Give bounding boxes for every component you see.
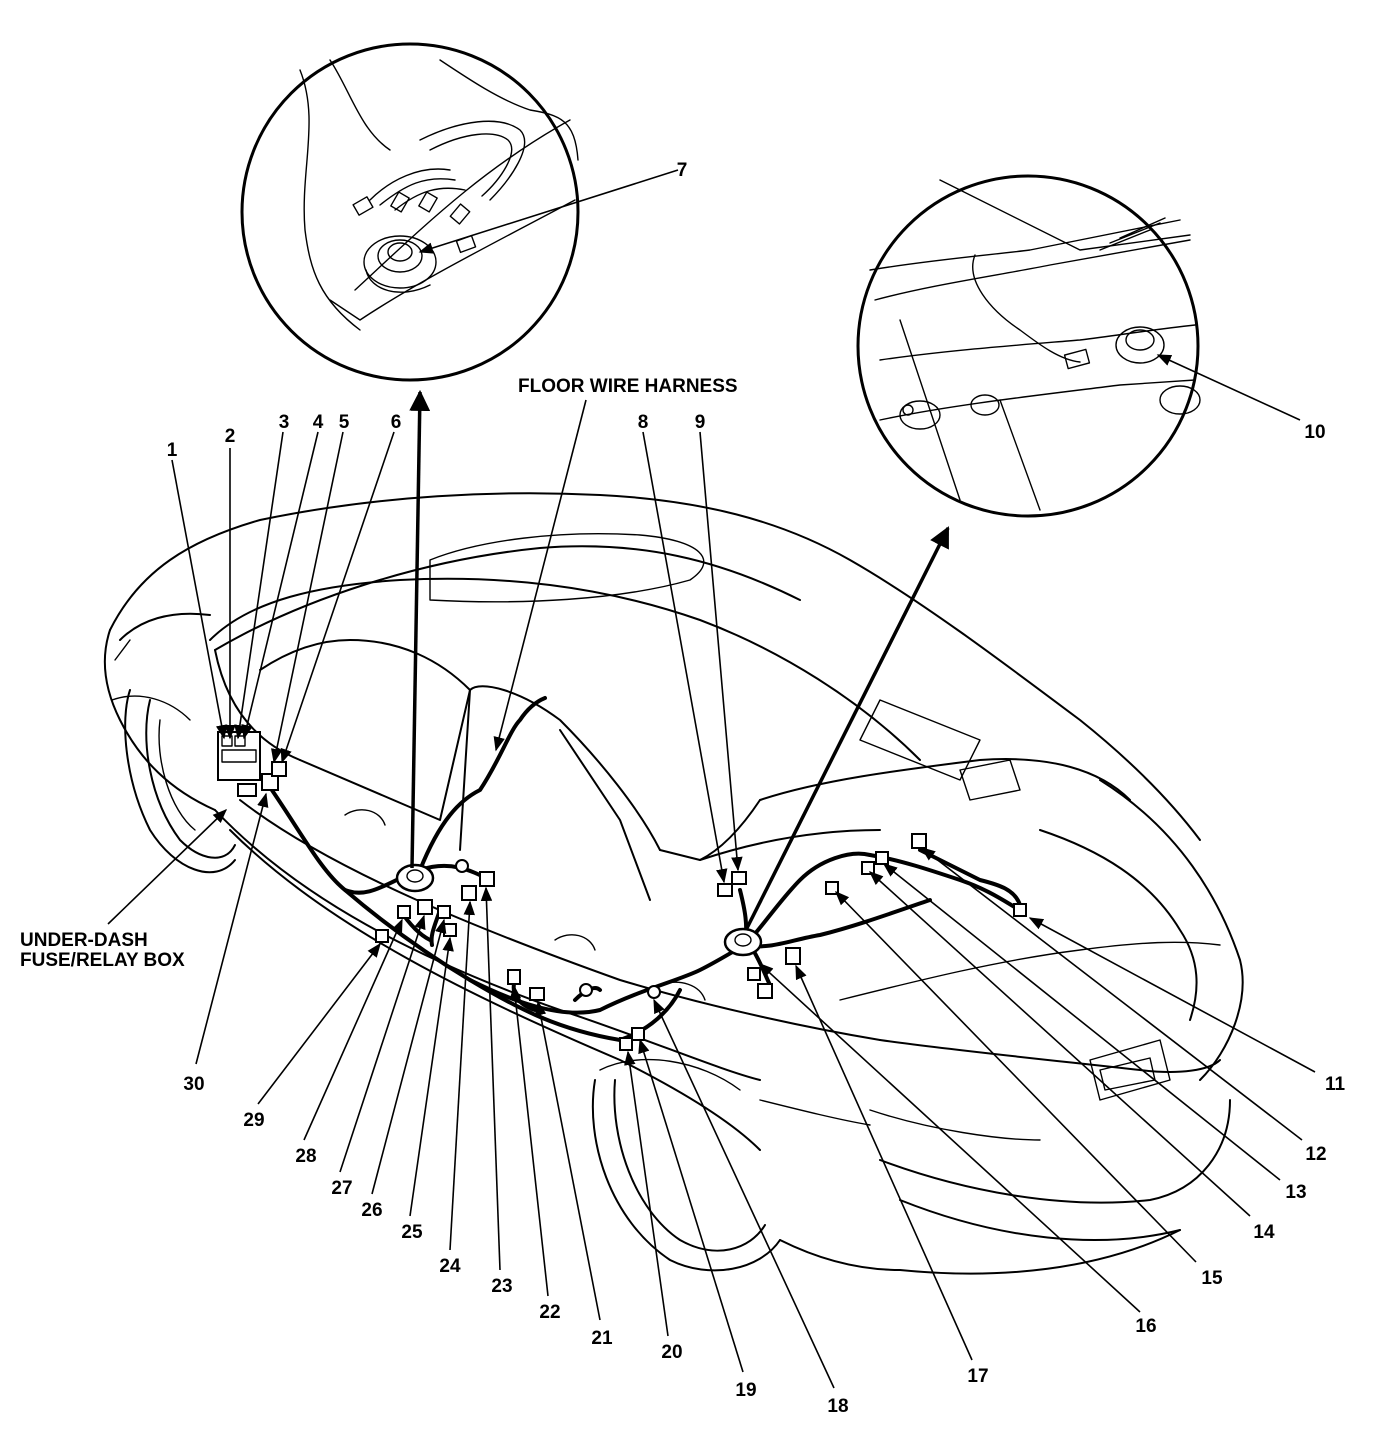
callout-18: 18 (827, 1396, 848, 1417)
callout-5: 5 (339, 412, 350, 433)
callout-14: 14 (1253, 1222, 1275, 1243)
harness-connectors (217, 731, 1027, 1051)
fuse-box-caption-line2: FUSE/RELAY BOX (20, 950, 185, 971)
floor-wire-harness (263, 696, 1022, 1042)
callout-19: 19 (735, 1380, 756, 1401)
leader-lines (107, 399, 1316, 1389)
callout-1: 1 (167, 440, 178, 461)
callout-7: 7 (677, 160, 688, 181)
callout-labels: 1 2 3 4 5 6 7 8 9 10 11 12 13 14 15 16 1… (167, 160, 1346, 1417)
callout-24: 24 (439, 1256, 461, 1277)
callout-27: 27 (331, 1178, 352, 1199)
callout-22: 22 (539, 1302, 560, 1323)
callout-4: 4 (313, 412, 324, 433)
callout-6: 6 (391, 412, 402, 433)
callout-20: 20 (661, 1342, 682, 1363)
callout-8: 8 (638, 412, 649, 433)
detail-view-left (240, 42, 580, 382)
callout-13: 13 (1285, 1182, 1306, 1203)
callout-29: 29 (243, 1110, 264, 1131)
callout-3: 3 (279, 412, 290, 433)
callout-21: 21 (591, 1328, 613, 1349)
callout-16: 16 (1135, 1316, 1156, 1337)
callout-10: 10 (1304, 422, 1325, 443)
callout-28: 28 (295, 1146, 316, 1167)
callout-23: 23 (491, 1276, 512, 1297)
callout-30: 30 (183, 1074, 204, 1095)
callout-25: 25 (401, 1222, 423, 1243)
detail-view-right (856, 174, 1201, 518)
callout-12: 12 (1305, 1144, 1326, 1165)
callout-2: 2 (225, 426, 236, 447)
callout-11: 11 (1325, 1074, 1346, 1095)
callout-26: 26 (361, 1200, 382, 1221)
callout-15: 15 (1201, 1268, 1223, 1289)
callout-17: 17 (967, 1366, 988, 1387)
callout-9: 9 (695, 412, 706, 433)
floor-wire-harness-caption: FLOOR WIRE HARNESS (518, 376, 738, 397)
fuse-box-caption-line1: UNDER-DASH (20, 930, 148, 951)
car-body (103, 492, 1244, 1275)
